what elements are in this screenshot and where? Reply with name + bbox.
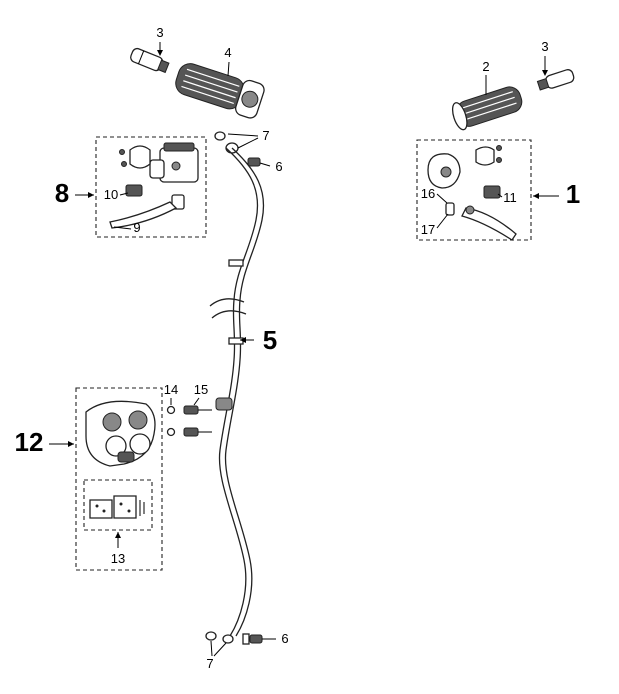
callout-switch-right: 11 [503,190,517,205]
throttle-grip [175,63,265,119]
clamp-right [475,145,502,166]
callout-brake-hose: 5 [263,325,277,355]
callout-cover-plate-bottom: 7 [206,656,213,671]
caliper-bolts [166,405,212,437]
callout-grip-right: 2 [482,59,489,74]
brake-pads [89,495,145,519]
brake-lever-right [461,205,517,241]
pin-right [445,202,455,216]
callout-lever-right: 17 [421,222,435,237]
clamp-left [119,145,151,169]
callout-caliper-bolt-washer: 14 [164,382,178,397]
banjo-bolt-top [247,157,261,167]
callout-caliper-bolt: 15 [194,382,208,397]
handlebar-grip-right [451,86,523,131]
callout-brake-pads: 13 [111,551,125,566]
callout-throttle-grip: 4 [224,45,231,60]
callout-bar-end-left: 3 [156,25,163,40]
caliper-assembly-box [75,387,163,571]
callout-caliper-assembly: 12 [15,427,44,457]
cover-plate-bottom [205,631,234,644]
bar-end-weight-right [536,69,575,91]
master-cylinder-right [427,153,461,189]
callout-bar-end-right: 3 [541,39,548,54]
callout-right-lever-assembly: 1 [566,179,580,209]
master-cylinder-left [149,142,199,183]
brake-caliper [85,400,156,467]
callout-banjo-bolt-bottom: 6 [281,631,288,646]
brake-hose [209,147,265,637]
brake-switch-left [125,184,143,197]
callout-cover-plate-top: 7 [262,128,269,143]
pivot-bolt-left [171,194,185,210]
right-lever-assembly-box [416,139,532,241]
callout-pin-right: 16 [421,186,435,201]
callout-banjo-bolt-top: 6 [275,159,282,174]
brake-switch-right [483,185,501,199]
callout-lever-left: 9 [133,220,140,235]
banjo-bolt-bottom [242,633,263,645]
brake-pads-box [83,479,153,531]
bar-end-weight-left [130,47,170,74]
callout-switch-left: 10 [104,187,118,202]
callout-left-lever-assembly: 8 [55,178,69,208]
brake-lever-left [109,201,178,229]
